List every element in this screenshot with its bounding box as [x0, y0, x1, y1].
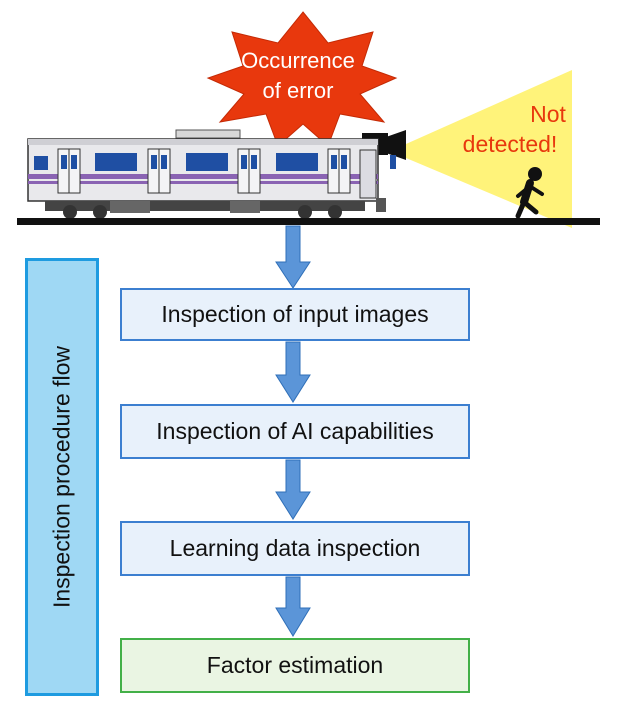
alert-text-line2: detected!: [463, 131, 558, 157]
error-burst: Occurrence of error: [206, 11, 398, 147]
step-learning-data: Learning data inspection: [120, 521, 470, 576]
step-factor-estimation: Factor estimation: [120, 638, 470, 693]
rail-track: [17, 218, 600, 225]
flow-arrow: [275, 576, 311, 637]
train-icon: [27, 129, 396, 219]
flow-arrow: [275, 459, 311, 520]
scene-illustration: Occurrence of error Not detected!: [17, 11, 600, 228]
step-ai-capabilities: Inspection of AI capabilities: [120, 404, 470, 459]
step-label: Inspection of input images: [161, 301, 429, 327]
flow-arrow: [275, 341, 311, 403]
burst-text-line1: Occurrence: [241, 48, 355, 73]
alert-text-line1: Not: [530, 101, 566, 127]
flow-arrow: [275, 225, 311, 289]
step-label: Factor estimation: [206, 652, 384, 678]
step-input-images: Inspection of input images: [120, 288, 470, 341]
step-label: Inspection of AI capabilities: [156, 418, 434, 444]
procedure-sidebar: Inspection procedure flow: [25, 258, 99, 696]
burst-text-line2: of error: [263, 78, 334, 103]
step-label: Learning data inspection: [169, 535, 421, 561]
pedestrian-icon: [515, 167, 544, 219]
